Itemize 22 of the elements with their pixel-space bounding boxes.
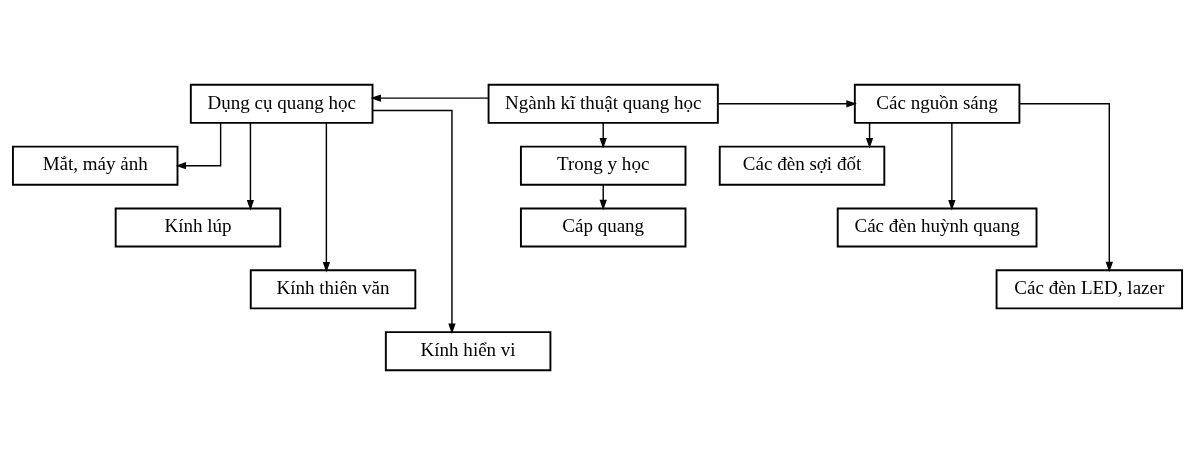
- node-box: Mắt, máy ảnh: [12, 145, 179, 186]
- node-box: Kính lúp: [114, 207, 282, 248]
- node-box: Các đèn huỳnh quang: [836, 207, 1038, 248]
- arrow: [370, 94, 490, 102]
- node-box: Các đèn LED, lazer: [995, 269, 1183, 310]
- arrow: [948, 122, 956, 211]
- node-box: Ngành kĩ thuật quang học: [487, 83, 719, 124]
- node-box: Kính hiển vi: [384, 331, 552, 372]
- arrow: [599, 184, 607, 211]
- node-box: Kính thiên văn: [249, 269, 417, 310]
- arrow: [322, 122, 331, 273]
- arrow: [246, 122, 255, 211]
- arrow: [371, 109, 456, 335]
- node-box: Các nguồn sáng: [853, 83, 1021, 124]
- arrow: [599, 122, 607, 149]
- node-box: Các đèn sợi đốt: [718, 145, 886, 186]
- arrow: [175, 122, 222, 170]
- arrow: [717, 100, 857, 108]
- node-box: Dụng cụ quang học: [189, 83, 374, 124]
- node-box: Trong y học: [519, 145, 687, 186]
- arrow: [1018, 103, 1113, 273]
- node-box: Cáp quang: [519, 207, 687, 248]
